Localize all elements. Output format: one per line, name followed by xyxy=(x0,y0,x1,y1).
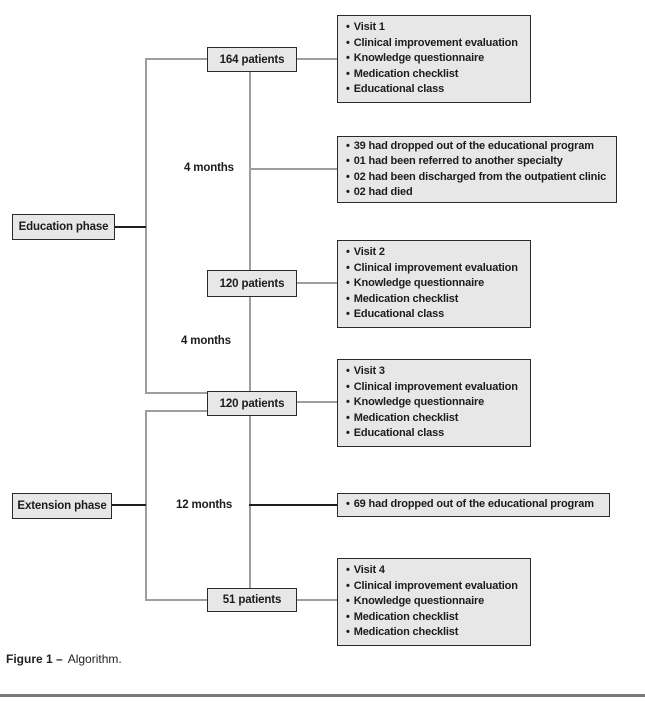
detail-item: •Clinical improvement evaluation xyxy=(346,579,518,592)
connector-education-phase xyxy=(115,226,146,228)
detail-item: •Educational class xyxy=(346,308,445,321)
bullet-icon: • xyxy=(346,396,350,409)
detail-item: •39 had dropped out of the educational p… xyxy=(346,139,594,152)
dropout-12months-detail-box: •69 had dropped out of the educational p… xyxy=(337,493,610,517)
bullet-icon: • xyxy=(346,308,350,321)
interval-4-months-2: 4 months xyxy=(181,335,231,347)
bullet-icon: • xyxy=(346,52,350,65)
patients-164-label: 164 patients xyxy=(219,53,285,66)
bullet-icon: • xyxy=(346,610,350,623)
bullet-icon: • xyxy=(346,261,350,274)
patients-120-visit2-box: 120 patients xyxy=(207,270,297,297)
detail-item: •Knowledge questionnaire xyxy=(346,396,485,409)
visit4-detail-box: •Visit 4 •Clinical improvement evaluatio… xyxy=(337,558,531,646)
bullet-icon: • xyxy=(346,626,350,639)
bullet-icon: • xyxy=(346,246,350,259)
detail-item: •Clinical improvement evaluation xyxy=(346,380,518,393)
bullet-icon: • xyxy=(346,170,350,183)
visit1-detail-box: •Visit 1 •Clinical improvement evaluatio… xyxy=(337,15,531,103)
patients-120-visit3-box: 120 patients xyxy=(207,391,297,416)
detail-item: •01 had been referred to another special… xyxy=(346,155,563,168)
figure-caption-label: Figure 1 – xyxy=(6,652,63,666)
bullet-icon: • xyxy=(346,36,350,49)
detail-item: •Medication checklist xyxy=(346,610,459,623)
page-bottom-rule xyxy=(0,694,645,697)
patients-120-visit2-label: 120 patients xyxy=(219,277,285,290)
detail-item: •Educational class xyxy=(346,427,445,440)
detail-item: •Visit 4 xyxy=(346,564,385,577)
bullet-icon: • xyxy=(346,427,350,440)
bullet-icon: • xyxy=(346,83,350,96)
connector-120-to-visit3 xyxy=(297,401,337,403)
bullet-icon: • xyxy=(346,185,350,198)
bullet-icon: • xyxy=(346,277,350,290)
education-bracket-top-stub xyxy=(145,58,207,60)
detail-item: •Clinical improvement evaluation xyxy=(346,36,518,49)
patients-51-box: 51 patients xyxy=(207,588,297,612)
detail-item: •Medication checklist xyxy=(346,292,459,305)
connector-120-to-visit2 xyxy=(297,282,337,284)
figure-caption: Figure 1 – Algorithm. xyxy=(6,652,122,666)
timeline-vertical-line xyxy=(249,71,251,589)
interval-12-months: 12 months xyxy=(176,499,233,511)
bullet-icon: • xyxy=(346,579,350,592)
extension-bracket-bottom-stub xyxy=(145,599,207,601)
detail-item: •Knowledge questionnaire xyxy=(346,277,485,290)
bullet-icon: • xyxy=(346,595,350,608)
bullet-icon: • xyxy=(346,380,350,393)
detail-item: •69 had dropped out of the educational p… xyxy=(346,498,594,511)
interval-4-months-1: 4 months xyxy=(184,162,234,174)
figure-caption-text: Algorithm. xyxy=(67,652,122,666)
detail-item: •Educational class xyxy=(346,83,445,96)
education-phase-box: Education phase xyxy=(12,214,115,240)
patients-164-box: 164 patients xyxy=(207,47,297,72)
detail-item: •Medication checklist xyxy=(346,67,459,80)
patients-120-visit3-label: 120 patients xyxy=(219,397,285,410)
education-bracket-bottom-stub xyxy=(145,392,207,394)
education-bracket-vertical-line xyxy=(145,58,147,394)
dropout-4months-detail-box: •39 had dropped out of the educational p… xyxy=(337,136,617,203)
detail-item: •Knowledge questionnaire xyxy=(346,595,485,608)
detail-item: •Medication checklist xyxy=(346,411,459,424)
connector-4months-to-dropout1 xyxy=(249,168,337,170)
detail-item: •Medication checklist xyxy=(346,626,459,639)
detail-item: •Clinical improvement evaluation xyxy=(346,261,518,274)
bullet-icon: • xyxy=(346,365,350,378)
bullet-icon: • xyxy=(346,139,350,152)
visit2-detail-box: •Visit 2 •Clinical improvement evaluatio… xyxy=(337,240,531,328)
connector-164-to-visit1 xyxy=(297,58,337,60)
connector-51-to-visit4 xyxy=(297,599,337,601)
bullet-icon: • xyxy=(346,498,350,511)
extension-bracket-vertical-line xyxy=(145,410,147,601)
detail-item: •Visit 1 xyxy=(346,21,385,34)
extension-phase-label: Extension phase xyxy=(17,500,107,512)
detail-item: •02 had been discharged from the outpati… xyxy=(346,170,607,183)
patients-51-label: 51 patients xyxy=(222,594,282,606)
bullet-icon: • xyxy=(346,411,350,424)
detail-item: •Visit 2 xyxy=(346,246,385,259)
detail-item: •Visit 3 xyxy=(346,365,385,378)
connector-12months-to-dropout2 xyxy=(249,504,337,506)
visit3-detail-box: •Visit 3 •Clinical improvement evaluatio… xyxy=(337,359,531,447)
bullet-icon: • xyxy=(346,564,350,577)
detail-item: •02 had died xyxy=(346,185,413,198)
extension-phase-box: Extension phase xyxy=(12,493,112,519)
bullet-icon: • xyxy=(346,67,350,80)
bullet-icon: • xyxy=(346,155,350,168)
extension-bracket-top-stub xyxy=(145,410,207,412)
connector-extension-phase xyxy=(112,504,146,506)
bullet-icon: • xyxy=(346,21,350,34)
education-phase-label: Education phase xyxy=(18,221,109,233)
detail-item: •Knowledge questionnaire xyxy=(346,52,485,65)
bullet-icon: • xyxy=(346,292,350,305)
